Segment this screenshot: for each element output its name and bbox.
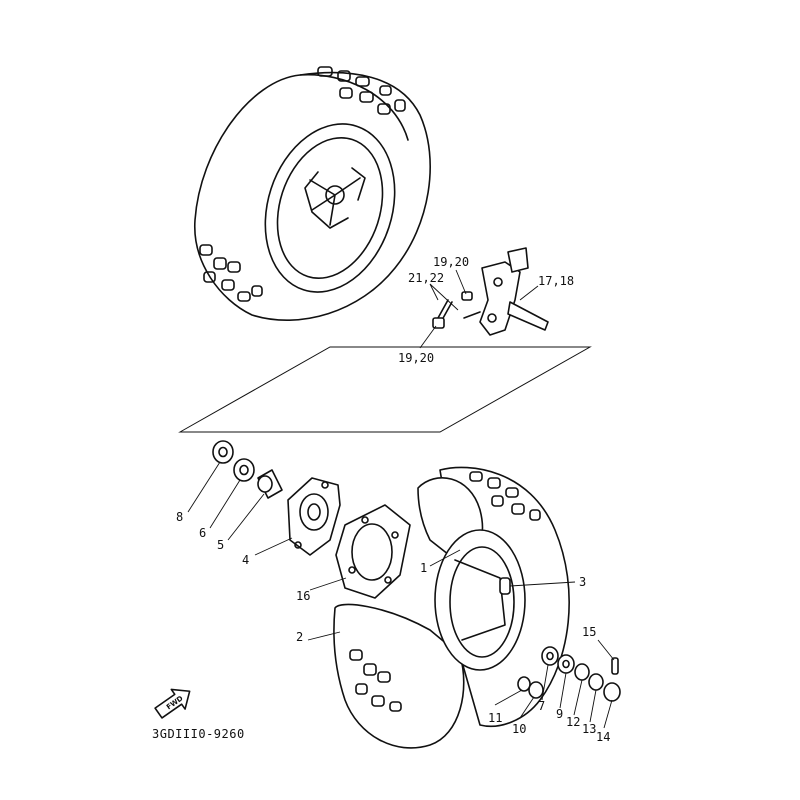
callout-10: 10: [512, 722, 526, 736]
callout-9: 9: [556, 707, 563, 721]
callout-21-22: 21,22: [408, 271, 444, 285]
exploded-plane-outline: [178, 346, 592, 433]
cotter-pins: [432, 291, 481, 329]
callout-11: 11: [488, 711, 502, 725]
hardware-stack: [517, 646, 621, 702]
callout-12: 12: [566, 715, 580, 729]
callout-14: 14: [596, 730, 610, 744]
callout-16: 16: [296, 589, 310, 603]
callout-8: 8: [176, 510, 183, 524]
callout-19-20-top: 19,20: [433, 255, 469, 269]
steering-knuckle: [479, 247, 549, 336]
hub-4: [287, 477, 341, 556]
callout-6: 6: [199, 526, 206, 540]
callout-4: 4: [242, 553, 249, 567]
callout-7: 7: [538, 699, 545, 713]
callout-5: 5: [217, 538, 224, 552]
callout-17-18: 17,18: [538, 274, 574, 288]
wheel-bolt-3: [499, 577, 511, 595]
callout-13: 13: [582, 722, 596, 736]
oil-seal-6: [233, 458, 255, 482]
brake-disc-16: [335, 504, 411, 599]
assembled-wheel: [194, 66, 431, 321]
callouts: 8 6 5 4 16 2 1 3 15 11 10 7 9 12 13 14 1…: [176, 255, 610, 744]
callout-1: 1: [420, 561, 427, 575]
callout-2: 2: [296, 630, 303, 644]
bearing-8: [212, 440, 234, 464]
tire-wheel-exploded: [333, 466, 570, 749]
spacer-5: [257, 469, 283, 499]
fwd-arrow: FWD: [154, 688, 191, 719]
callout-19-20-bottom: 19,20: [398, 351, 434, 365]
leader-lines: [187, 269, 615, 729]
callout-15: 15: [582, 625, 596, 639]
document-code: 3GDIII0-9260: [152, 727, 245, 741]
callout-3: 3: [579, 575, 586, 589]
